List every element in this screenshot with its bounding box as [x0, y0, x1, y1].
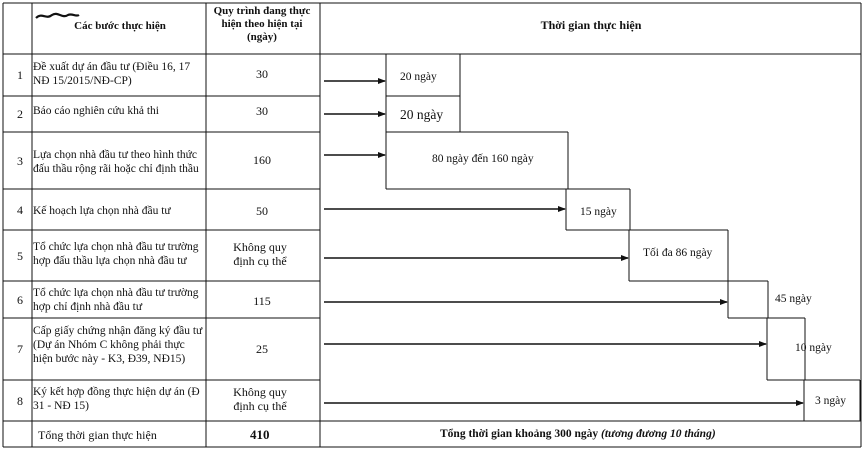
total-label: Tổng thời gian thực hiện [38, 428, 157, 442]
total-summary: Tổng thời gian khoảng 300 ngày (tương đư… [440, 428, 716, 440]
row-step: Cấp giấy chứng nhận đăng ký đầu tư (Dự á… [33, 325, 203, 365]
row-step: Tổ chức lựa chọn nhà đầu tư trường hợp c… [33, 287, 199, 313]
row-number: 2 [17, 107, 23, 121]
row-step: Kế hoạch lựa chọn nhà đầu tư [33, 205, 171, 217]
total-days: 410 [250, 427, 270, 442]
row-duration: 20 ngày [400, 107, 444, 122]
row-duration: 15 ngày [580, 206, 617, 218]
row-step: Báo cáo nghiên cứu khả thi [33, 105, 159, 117]
row-number: 6 [17, 292, 23, 307]
row-duration: 80 ngày đến 160 ngày [432, 153, 534, 165]
row-days: 30 [256, 67, 268, 81]
row-step: Đề xuất dự án đầu tư (Điều 16, 17 NĐ 15/… [33, 61, 191, 87]
total-summary-italic: (tương đương 10 tháng) [601, 428, 716, 440]
row-number: 1 [17, 68, 23, 82]
row-step: Tổ chức lựa chọn nhà đầu tư trường hợp đ… [33, 241, 199, 267]
row-days: 115 [253, 294, 271, 308]
row-days: Không quy định cụ thể [233, 385, 287, 413]
header-time: Thời gian thực hiện [540, 18, 642, 32]
header-step: Các bước thực hiện [74, 20, 166, 32]
row-number: 5 [17, 248, 23, 263]
row-step: Lựa chọn nhà đầu tư theo hình thức đấu t… [33, 149, 199, 175]
handwritten-strikeout [35, 12, 80, 19]
row-days: 30 [256, 104, 268, 118]
total-summary-text: Tổng thời gian khoảng 300 ngày [440, 428, 599, 440]
row-days: Không quy định cụ thể [233, 240, 287, 268]
row-duration: 20 ngày [400, 71, 437, 83]
row-number: 4 [17, 202, 23, 217]
row-days: 160 [253, 153, 271, 167]
header-process: Quy trình đang thực hiện theo hiện tại (… [213, 5, 311, 43]
row-number: 8 [17, 393, 23, 408]
row-duration: Tối đa 86 ngày [643, 247, 713, 259]
row-number: 7 [17, 342, 23, 356]
row-duration: 3 ngày [815, 395, 846, 407]
row-duration: 45 ngày [775, 293, 812, 305]
row-days: 25 [256, 342, 268, 356]
row-number: 3 [17, 153, 23, 168]
row-days: 50 [256, 204, 268, 218]
row-duration: 10 ngày [795, 342, 832, 354]
row-step: Ký kết hợp đồng thực hiện dự án (Đ 31 - … [33, 386, 200, 412]
